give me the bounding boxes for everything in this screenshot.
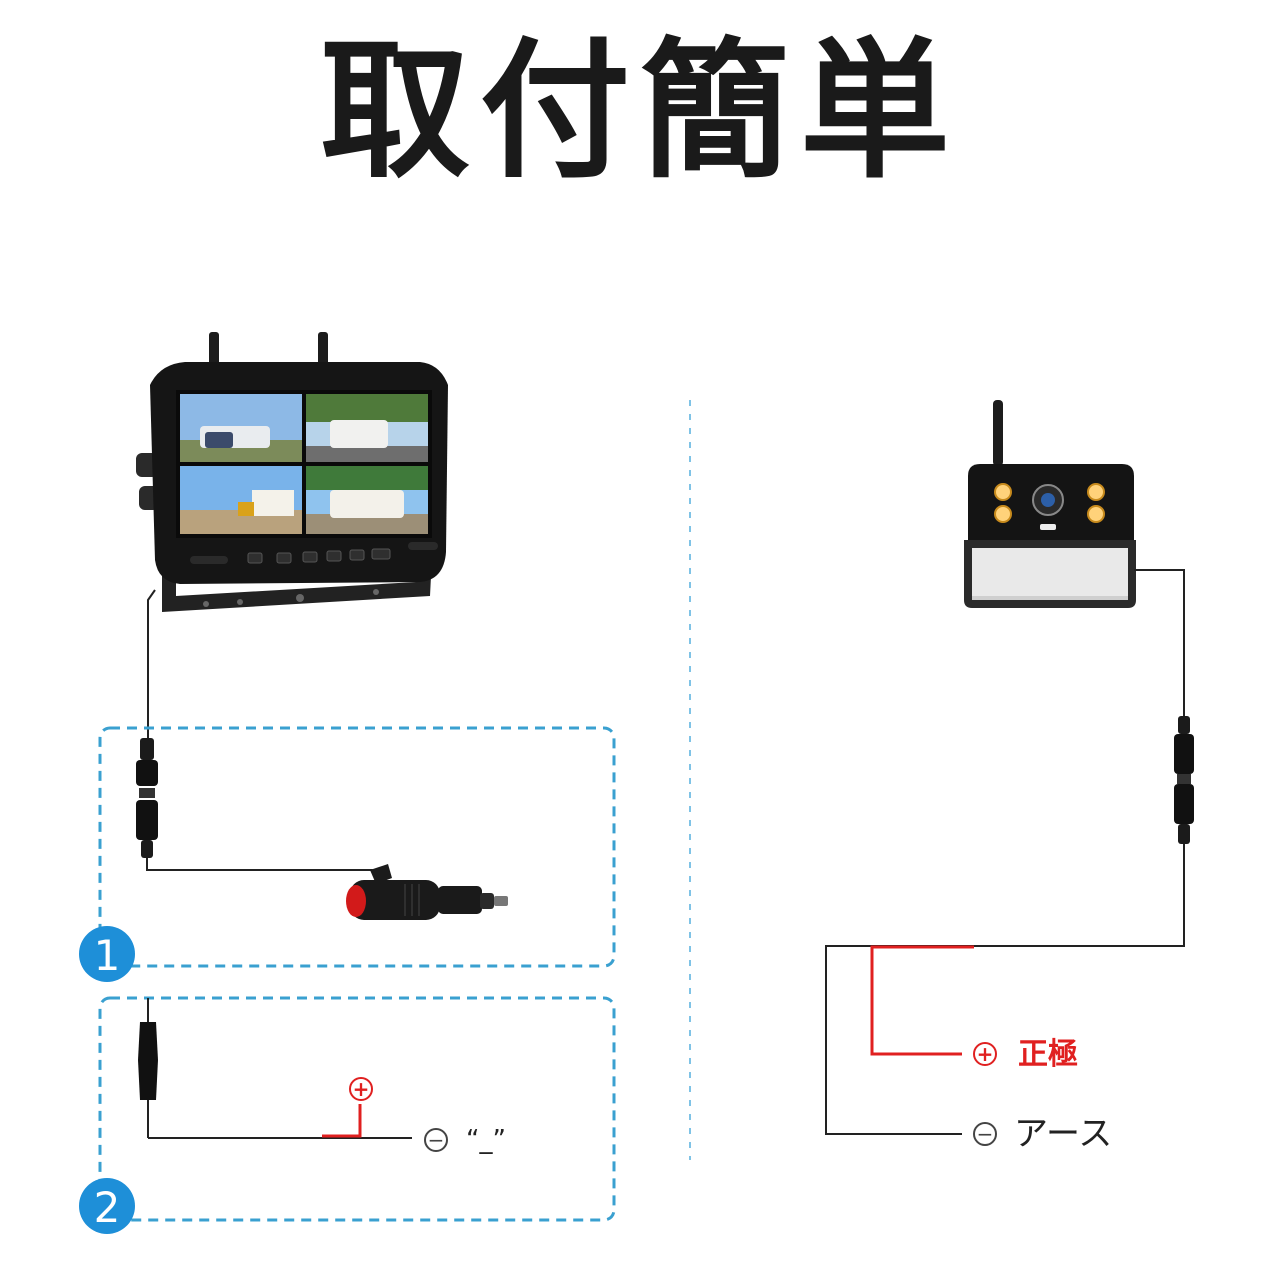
connector-1	[136, 738, 158, 858]
dashed-box-2	[98, 996, 616, 1222]
cigarette-lighter-plug	[346, 864, 508, 920]
monitor-quad-view	[180, 394, 428, 534]
camera-led-4	[1087, 505, 1105, 523]
cigarette-cable	[146, 858, 379, 879]
hardwire-positive-symbol: +	[353, 1077, 370, 1101]
camera-led-1	[994, 483, 1012, 501]
hardwire-positive-terminal: +	[349, 1077, 373, 1101]
camera-negative-symbol: −	[977, 1122, 994, 1146]
step-badge-2-number: 2	[94, 1183, 121, 1232]
hardwire-negative-symbol: −	[428, 1128, 445, 1152]
connector-2	[1174, 716, 1194, 844]
fuse-holder	[138, 998, 158, 1138]
hardwire-positive-wire	[322, 1104, 362, 1138]
camera-positive-terminal: +	[973, 1042, 997, 1066]
camera-led-2	[994, 505, 1012, 523]
camera-main-wire	[825, 844, 1185, 1135]
camera	[964, 400, 1136, 608]
dashed-box-1	[98, 726, 616, 968]
monitor-cable	[147, 589, 156, 738]
camera-negative-label: アース	[1014, 1114, 1112, 1154]
step-badge-1: 1	[79, 926, 135, 982]
camera-cable	[1134, 569, 1185, 728]
hardwire-negative-terminal: −	[424, 1128, 448, 1152]
camera-positive-wire	[870, 945, 974, 1056]
camera-led-3	[1087, 483, 1105, 501]
monitor-bracket	[162, 556, 432, 612]
step-badge-2: 2	[79, 1178, 135, 1234]
monitor-buttons	[190, 542, 438, 564]
hardwire-negative-label: “_”	[466, 1125, 506, 1155]
camera-positive-label: 正極	[1018, 1037, 1078, 1072]
camera-positive-symbol: +	[977, 1042, 994, 1066]
page-title: 取付簡単	[319, 25, 960, 199]
step-badge-1-number: 1	[94, 931, 121, 980]
monitor	[136, 332, 448, 612]
camera-antenna	[993, 400, 1003, 466]
camera-negative-terminal: −	[973, 1122, 997, 1146]
